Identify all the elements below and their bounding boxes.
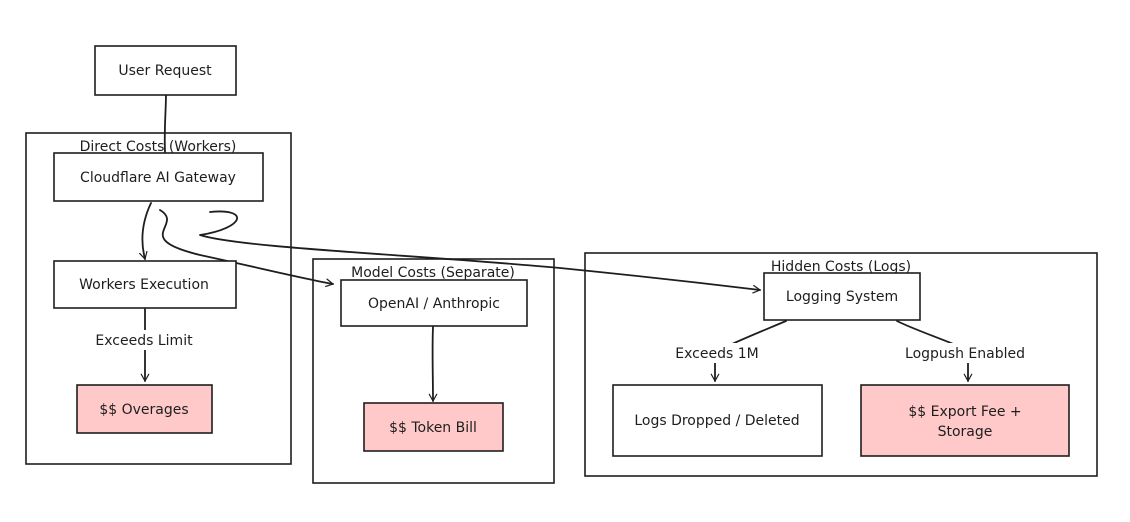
svg-text:Cloudflare AI Gateway: Cloudflare AI Gateway (80, 170, 236, 186)
edge-label-logpush-enabled: Logpush Enabled (905, 346, 1025, 362)
svg-text:Workers Execution: Workers Execution (79, 277, 209, 293)
edge-gateway-to-model (159, 209, 335, 288)
svg-text:OpenAI / Anthropic: OpenAI / Anthropic (368, 296, 500, 312)
node-export-fee-storage: $$ Export Fee + Storage (860, 384, 1070, 457)
edge-user-to-gateway (163, 93, 167, 153)
node-user-request: User Request (94, 45, 237, 96)
svg-text:$$ Overages: $$ Overages (99, 402, 188, 418)
node-cloudflare-ai-gateway: Cloudflare AI Gateway (53, 152, 264, 202)
edge-gateway-to-logging (199, 210, 762, 294)
group-model-costs: Model Costs (Separate) (312, 258, 555, 484)
svg-text:$$ Export Fee +: $$ Export Fee + (908, 404, 1021, 420)
node-workers-execution: Workers Execution (53, 260, 237, 309)
node-logs-dropped: Logs Dropped / Deleted (612, 384, 823, 457)
svg-text:Logs Dropped / Deleted: Logs Dropped / Deleted (634, 413, 799, 429)
edge-label-exceeds-1m: Exceeds 1M (675, 346, 758, 362)
svg-text:User Request: User Request (118, 63, 212, 79)
svg-text:Logging System: Logging System (786, 289, 898, 305)
svg-text:Storage: Storage (938, 424, 993, 440)
group-hidden-costs: Hidden Costs (Logs) (584, 252, 1098, 477)
group-hidden-costs-label: Hidden Costs (Logs) (771, 259, 911, 275)
edge-label-exceeds-limit: Exceeds Limit (95, 333, 193, 349)
node-openai-anthropic: OpenAI / Anthropic (340, 279, 528, 327)
svg-text:$$ Token Bill: $$ Token Bill (389, 420, 477, 436)
node-token-bill: $$ Token Bill (363, 402, 504, 452)
group-direct-costs-label: Direct Costs (Workers) (80, 139, 237, 155)
node-overages: $$ Overages (76, 384, 213, 434)
group-model-costs-label: Model Costs (Separate) (351, 265, 515, 281)
edge-gateway-to-workers (139, 202, 152, 261)
node-logging-system: Logging System (763, 272, 921, 321)
group-direct-costs: Direct Costs (Workers) (25, 132, 292, 465)
